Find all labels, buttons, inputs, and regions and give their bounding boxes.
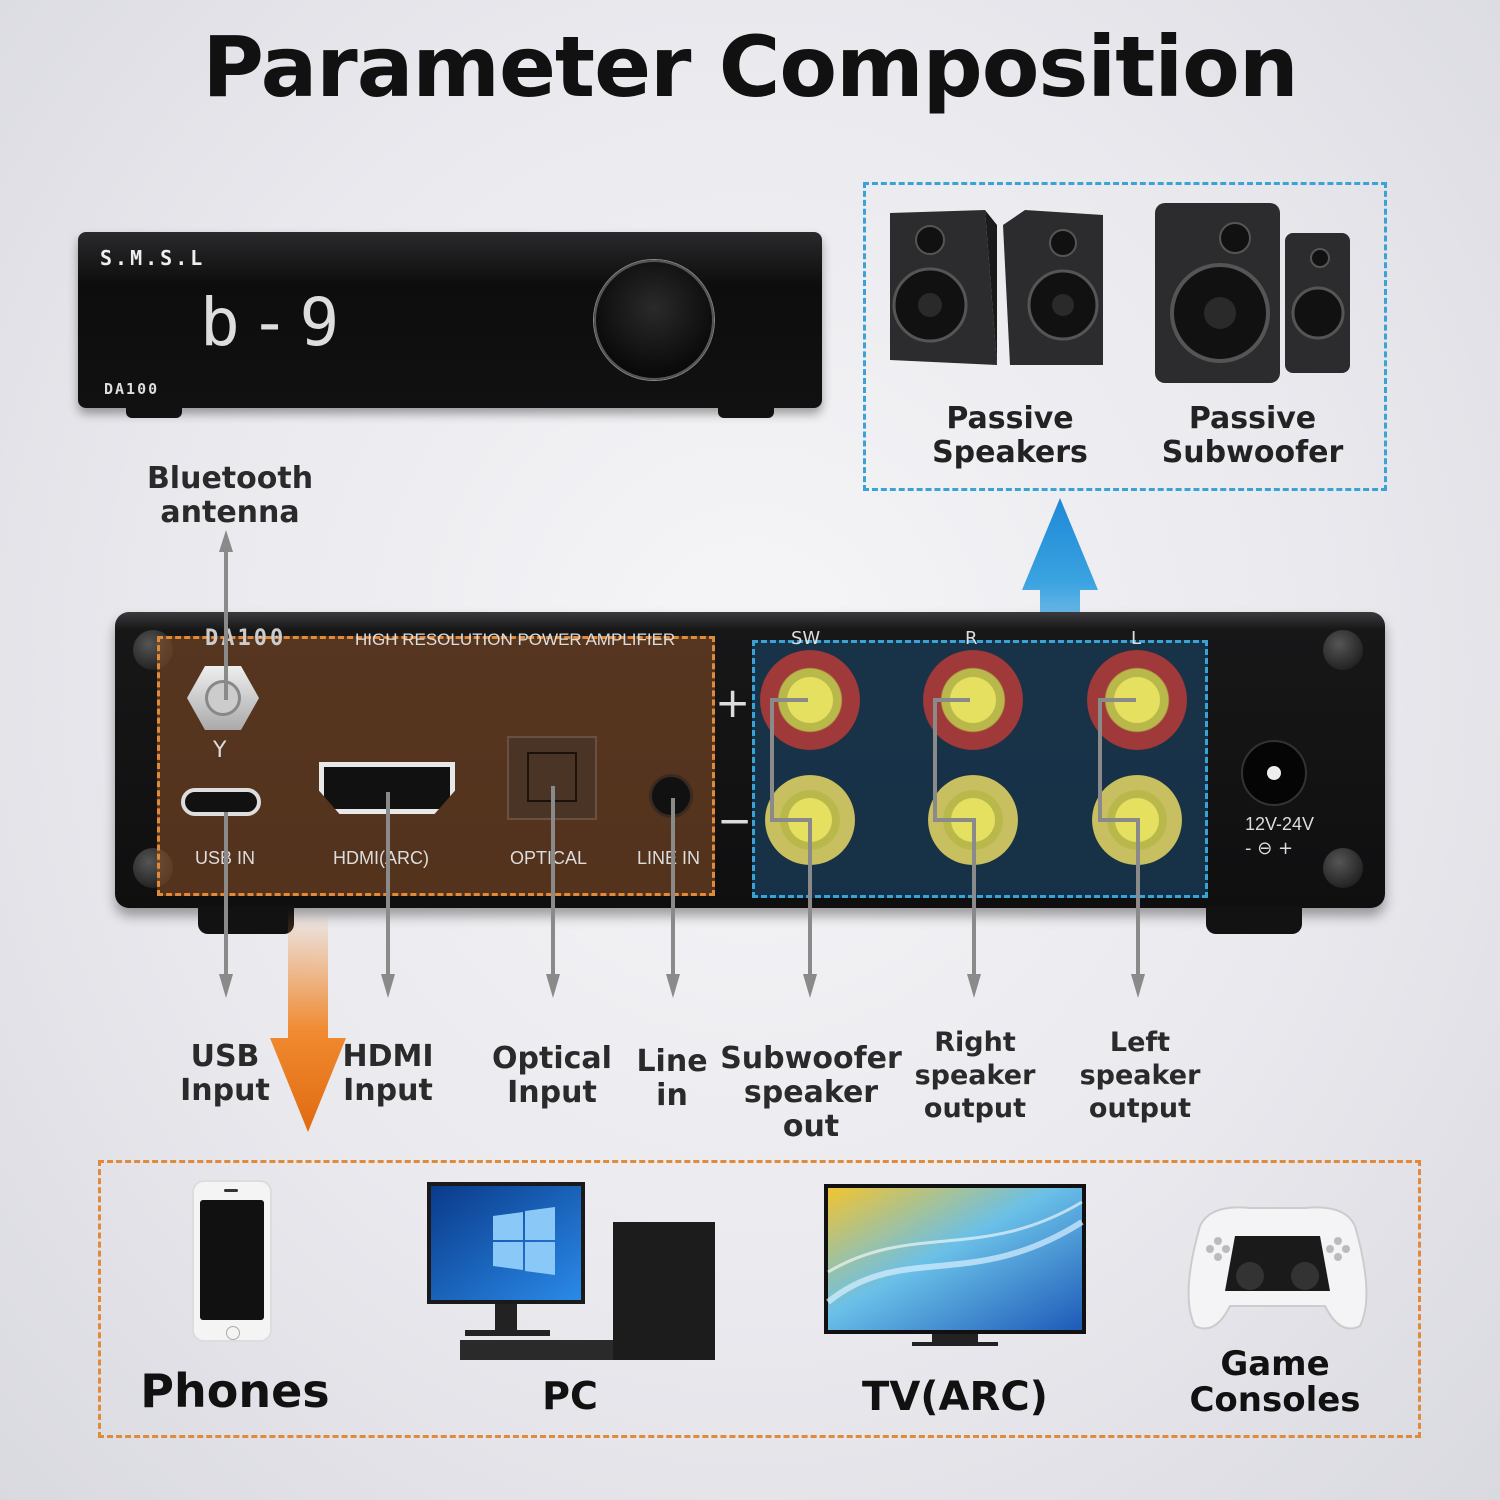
rear-subtitle: HIGH RESOLUTION POWER AMPLIFIER [355,630,676,649]
antenna-icon: Y [213,738,227,763]
power-polarity-label: - ⊖ + [1245,838,1294,859]
phones-label: Phones [140,1364,330,1418]
hdmi-port-label: HDMI(ARC) [333,848,429,868]
phone-illustration [192,1180,272,1342]
rear-model: DA100 [205,626,287,651]
source-devices-box [98,1160,1421,1438]
pc-label: PC [542,1374,598,1418]
rear-panel: DA100 HIGH RESOLUTION POWER AMPLIFIER Y … [115,612,1385,908]
terminal-label-l: L [1131,628,1142,649]
minus-sign: − [717,796,753,845]
orange-down-arrow [270,910,346,1132]
front-model: DA100 [104,380,160,398]
speaker-output-box [863,182,1387,491]
optical-port-label: OPTICAL [510,848,588,868]
line-in-port-label: LINE IN [637,848,701,868]
terminal-label-r: R [965,628,978,649]
page-title: Parameter Composition [202,18,1298,116]
front-display: b-9 [200,284,350,361]
power-voltage-label: 12V-24V [1245,814,1315,834]
terminal-label-sw: SW [791,628,821,649]
tv-label: TV(ARC) [862,1374,1048,1420]
line-in-jack [649,774,693,818]
passive-subwoofer-illustration [1155,203,1350,383]
usb-port [181,788,261,816]
plus-sign: + [715,678,751,727]
tv-illustration [824,1184,1086,1346]
volume-knob [594,260,714,380]
front-unit: S.M.S.L b-9 DA100 [78,232,822,418]
front-brand: S.M.S.L [100,246,206,270]
game-controller-illustration [1187,1206,1368,1330]
passive-speakers-illustration [890,210,1103,365]
pc-illustration [427,1182,715,1360]
